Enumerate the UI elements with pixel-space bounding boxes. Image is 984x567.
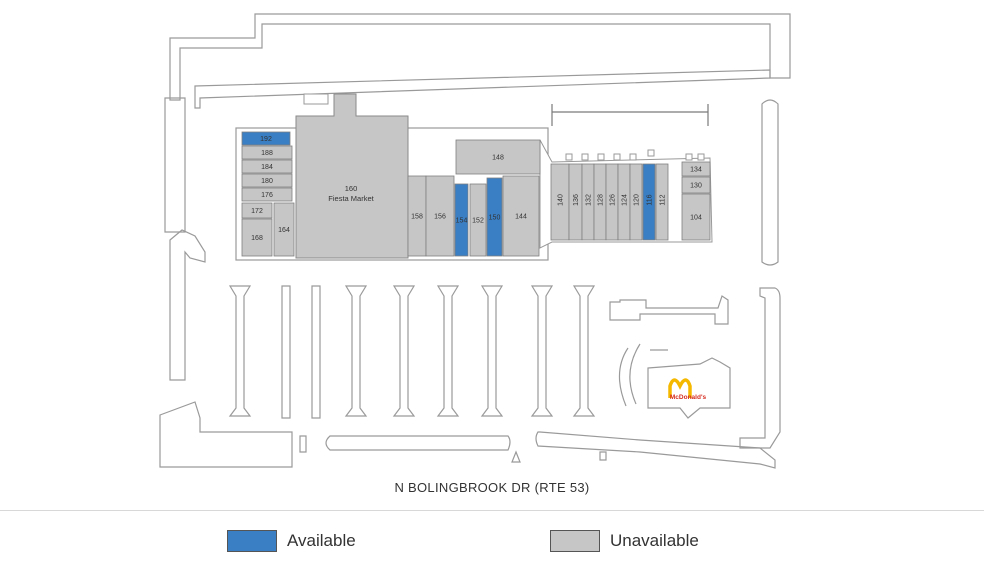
anchor-tenant-name: Fiesta Market (328, 194, 374, 203)
unit-180-shape[interactable] (241, 173, 293, 188)
bottom-middle-strip (325, 435, 511, 451)
unit-168-label: 168 (251, 235, 263, 242)
unit-164-shape[interactable] (273, 202, 295, 257)
mcdonalds-outparcel: McDonald's (647, 357, 731, 419)
crosswalk-marker (599, 451, 607, 461)
unit-104-shape[interactable] (681, 193, 711, 241)
legend-available: Available (227, 528, 356, 554)
parking-island (572, 285, 596, 417)
unit-148-shape[interactable] (455, 139, 541, 175)
unit-120-shape[interactable] (629, 163, 643, 241)
parking-island (344, 285, 368, 417)
unit-152-shape[interactable] (469, 183, 487, 257)
unit-116-shape[interactable] (642, 163, 656, 241)
unit-158-label: 158 (411, 214, 423, 221)
parking-island (436, 285, 460, 417)
unit-164-label: 164 (278, 227, 290, 234)
unit-188-shape[interactable] (241, 145, 293, 160)
site-plan-map: 192 188 184 180 176 172 168 164 158 156 154 152 150 1… (159, 13, 791, 469)
unit-140-label: 140 (558, 194, 565, 206)
roof-tab (565, 153, 573, 161)
unit-160-shape[interactable] (295, 93, 409, 259)
right-island-outline (761, 99, 779, 266)
drive-thru-curve (618, 343, 668, 407)
unit-148-label: 148 (492, 155, 504, 162)
road-label: N BOLINGBROOK DR (RTE 53) (394, 480, 590, 495)
unit-180-label: 180 (261, 178, 273, 185)
top-road-inner (194, 69, 771, 109)
unit-132-label: 132 (586, 194, 593, 206)
unit-150-shape[interactable] (486, 177, 503, 257)
drive-thru-lane (609, 295, 729, 325)
roof-tab (613, 153, 621, 161)
unavailable-swatch (550, 530, 600, 552)
unit-152-label: 152 (472, 218, 484, 225)
unit-112-shape[interactable] (655, 163, 669, 241)
roof-tab (581, 153, 589, 161)
unit-124-label: 124 (622, 194, 629, 206)
parking-island (480, 285, 504, 417)
roof-tab (697, 153, 705, 161)
parking-island (392, 285, 416, 417)
unit-176-label: 176 (261, 192, 273, 199)
anchor-unit-number: 160 (345, 184, 358, 193)
unit-116-label: 116 (647, 194, 654, 205)
outparcel-brand-name: McDonald's (670, 394, 707, 401)
unit-120-label: 120 (634, 194, 641, 206)
unit-104-label: 104 (690, 215, 702, 222)
site-outlines (159, 13, 791, 469)
available-label: Available (287, 531, 356, 550)
unit-172-label: 172 (251, 208, 263, 215)
roof-tab (597, 153, 605, 161)
unit-156-shape[interactable] (425, 175, 455, 257)
available-swatch (227, 530, 277, 552)
anchor-roof (303, 93, 329, 105)
bottom-island-triangle (511, 450, 521, 463)
unit-156-label: 156 (434, 214, 446, 221)
unit-130-label: 130 (690, 183, 702, 190)
roof-tab (685, 153, 693, 161)
parking-island (311, 285, 321, 419)
unit-154-label: 154 (456, 218, 468, 225)
unit-184-label: 184 (261, 164, 273, 171)
unit-128-label: 128 (598, 194, 605, 206)
unavailable-label: Unavailable (610, 531, 699, 550)
bottom-island-left (299, 435, 307, 453)
dimension-bracket (551, 104, 709, 126)
unit-150-label: 150 (489, 215, 501, 222)
legend-unavailable: Unavailable (550, 528, 699, 554)
unit-112-label: 112 (660, 194, 667, 205)
roof-tab (647, 149, 655, 157)
unit-144-label: 144 (515, 214, 527, 221)
right-lot-outline (739, 287, 781, 449)
left-drive-outline (164, 97, 186, 233)
unit-154-shape[interactable] (454, 183, 469, 257)
unit-184-shape[interactable] (241, 159, 293, 174)
unit-134-label: 134 (690, 167, 702, 174)
unit-176-shape[interactable] (241, 187, 293, 202)
left-entrance-outline (169, 229, 206, 381)
bottom-left-outline (159, 401, 293, 468)
units-layer: 192 188 184 180 176 172 168 164 158 156 154 152 150 1… (241, 93, 713, 259)
unit-136-label: 136 (573, 194, 580, 206)
legend-divider (0, 510, 984, 511)
parking-island (228, 285, 252, 417)
roof-tab (629, 153, 637, 161)
unit-134-shape[interactable] (681, 161, 711, 177)
bottom-right-strip (535, 431, 776, 469)
unit-130-shape[interactable] (681, 176, 711, 194)
parking-island (530, 285, 554, 417)
unit-168-shape[interactable] (241, 218, 273, 257)
unit-126-label: 126 (610, 194, 617, 206)
unit-192-shape[interactable] (241, 131, 291, 146)
unit-188-label: 188 (261, 150, 273, 157)
golden-arches-icon (668, 378, 692, 398)
unit-172-shape[interactable] (241, 202, 273, 219)
parking-islands (228, 285, 596, 419)
unit-192-label: 192 (260, 136, 272, 143)
top-road-outline (169, 13, 791, 101)
unit-144-shape[interactable] (502, 175, 540, 257)
parking-island (281, 285, 291, 419)
